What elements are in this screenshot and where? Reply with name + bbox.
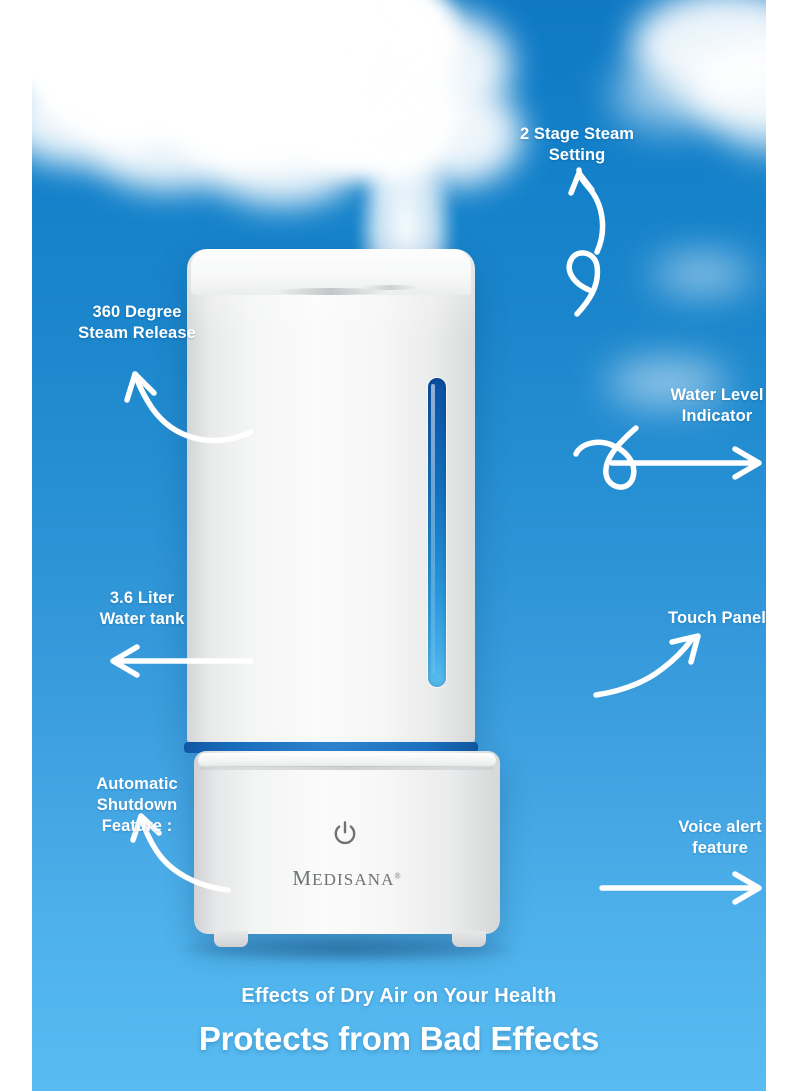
base-lip [198, 753, 496, 767]
cloud-shape [612, 60, 732, 130]
product-foot [214, 931, 248, 947]
cloud-shape [652, 255, 752, 293]
lid-seam-line [361, 285, 419, 290]
callout-label-water-tank-capacity: 3.6 Liter Water tank [99, 589, 185, 629]
steam-plume [328, 0, 478, 260]
brand-logo: MEDISANA® [292, 866, 402, 890]
callout-label-voice-alert-feature: Voice alert feature [678, 818, 762, 858]
power-icon[interactable] [330, 818, 360, 848]
callout-label-automatic-shutdown-feature: Automatic Shutdown Feature : [96, 775, 178, 836]
cloud-shape [92, 105, 242, 190]
callout-label-two-stage-steam-setting: 2 Stage Steam Setting [519, 125, 635, 165]
base-lip-shadow [200, 766, 494, 770]
product-foot [452, 931, 486, 947]
lid-seam-line [275, 288, 387, 295]
water-tank-body [187, 249, 475, 748]
footer-subtitle: Effects of Dry Air on Your Health [241, 985, 557, 1007]
sky-background: MEDISANA® [32, 0, 766, 1091]
blue-accent-band [184, 742, 478, 753]
water-level-gloss [431, 384, 435, 674]
callout-label-water-level-indicator: Water Level Indicator [670, 386, 764, 426]
tank-lid [191, 249, 471, 295]
footer-headline: Protects from Bad Effects [198, 1020, 600, 1057]
humidifier-product-image: MEDISANA® [32, 0, 766, 1091]
callout-label-360-degree-steam-release: 360 Degree Steam Release [78, 303, 196, 343]
callout-label-touch-panel: Touch Panel [668, 609, 766, 627]
cloud-shape [607, 360, 727, 405]
